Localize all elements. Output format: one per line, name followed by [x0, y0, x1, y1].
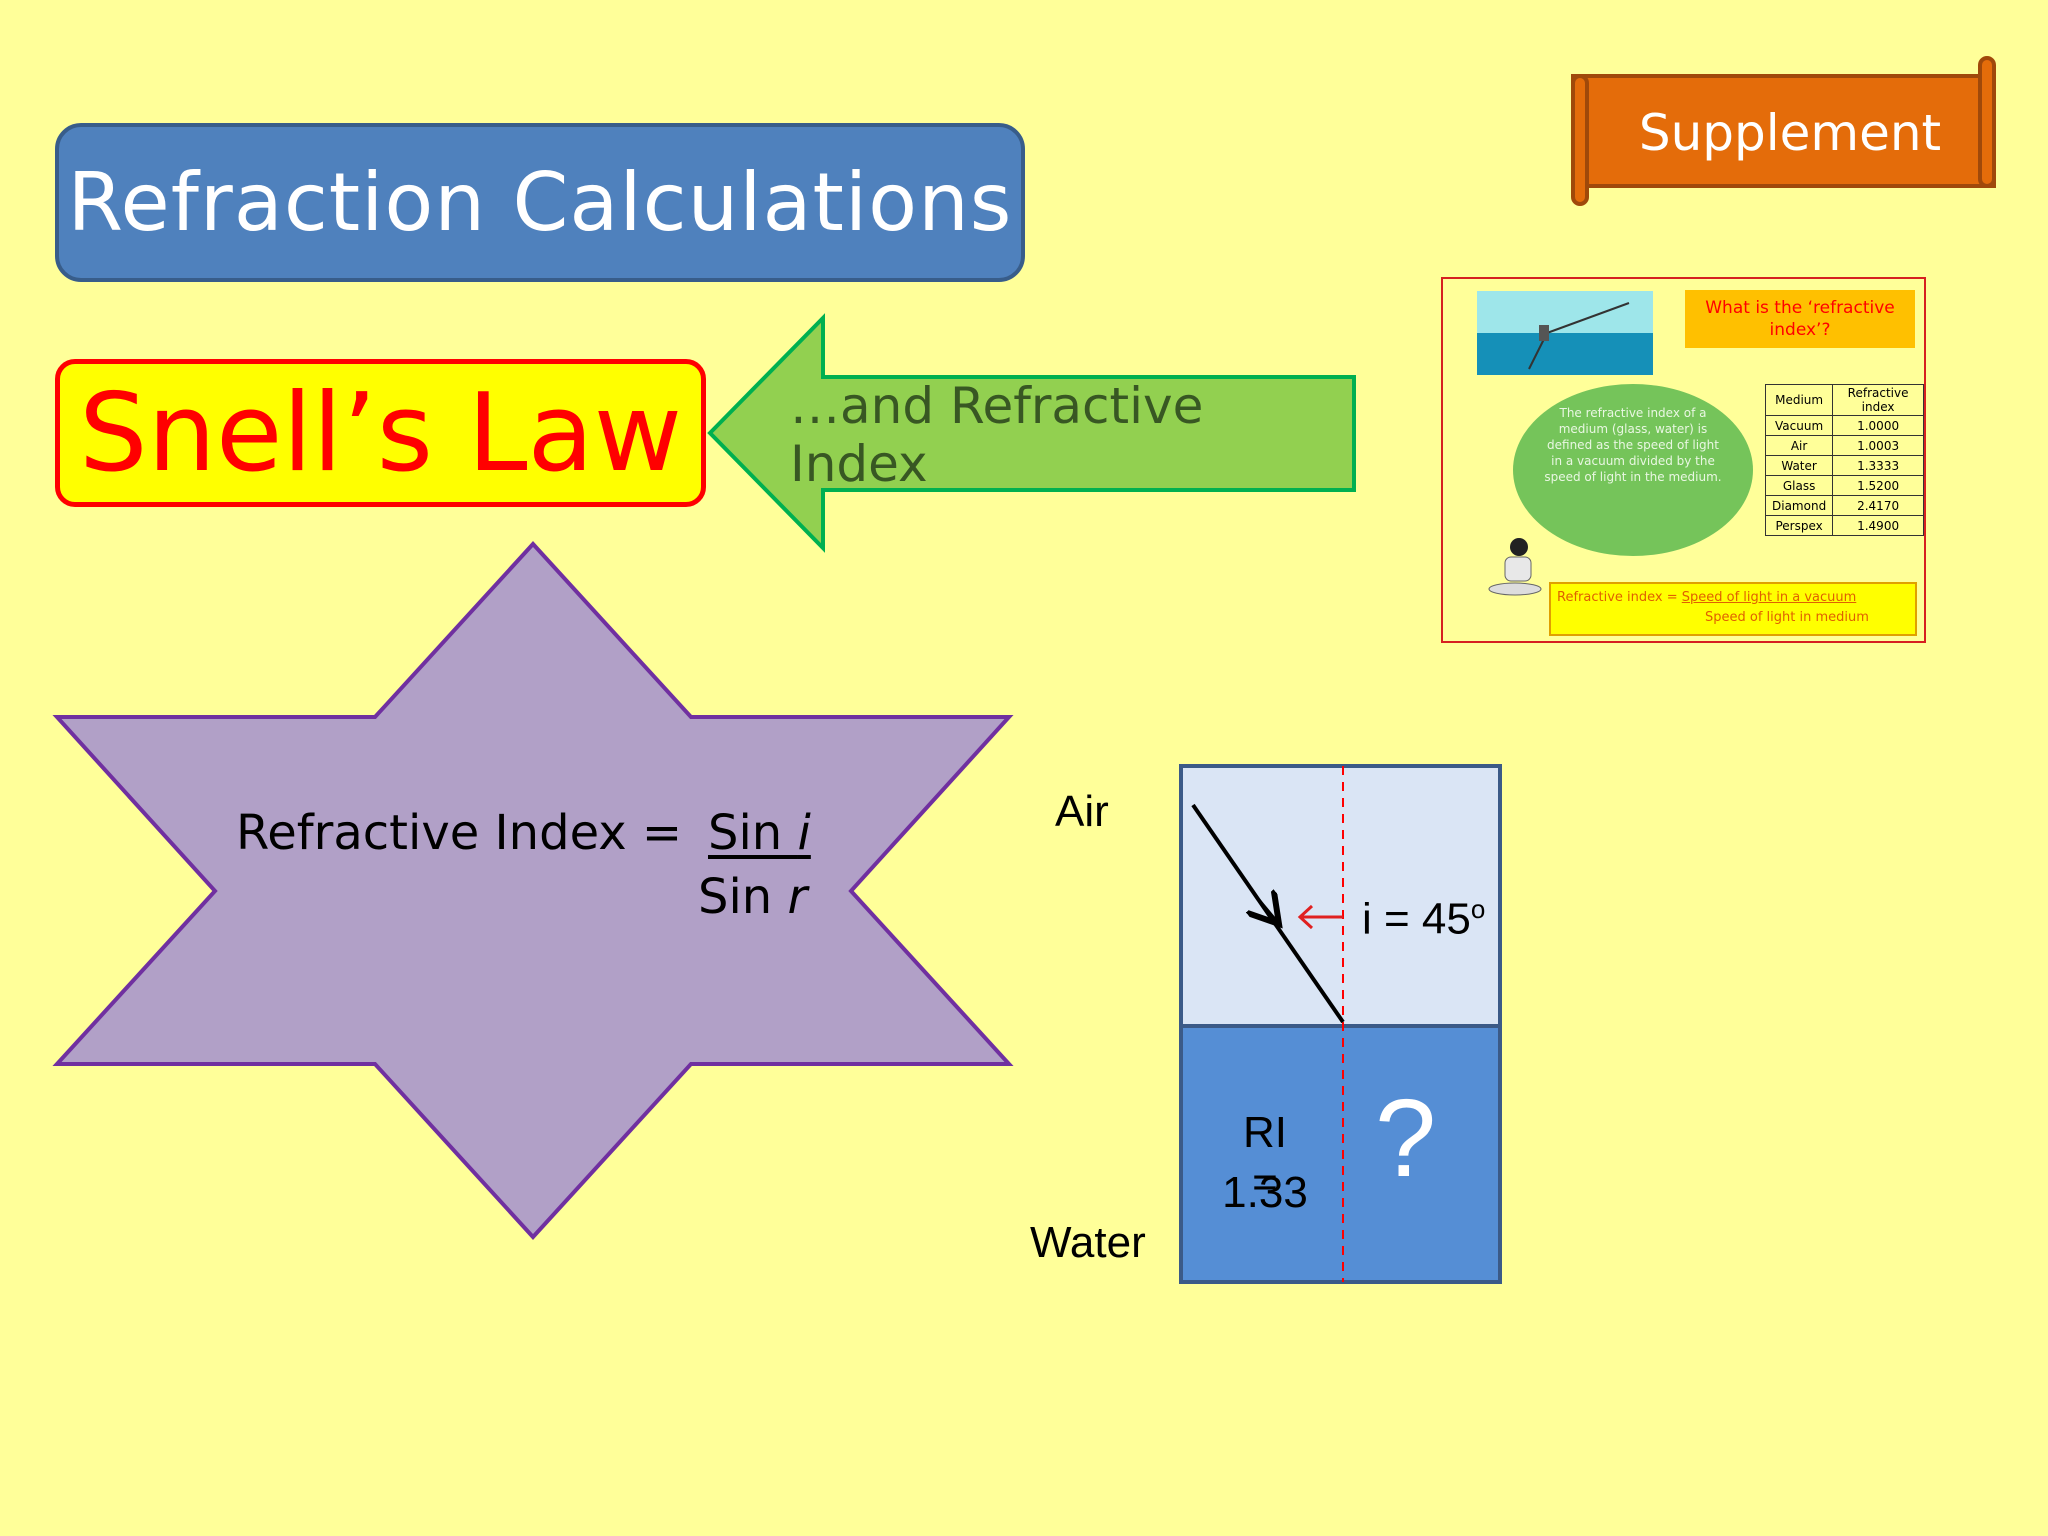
star-shape	[52, 541, 1014, 1240]
ray-arrowhead	[1259, 900, 1279, 924]
title-banner: Refraction Calculations	[55, 123, 1025, 282]
snells-law-box: Snell’s Law	[55, 359, 706, 507]
formula-lhs: Refractive Index =	[236, 805, 683, 861]
formula-numerator: Sin i	[708, 805, 811, 861]
air-label: Air	[1055, 787, 1109, 836]
question-mark: ?	[1375, 1077, 1437, 1200]
water-region	[1181, 1026, 1500, 1282]
ri-label-line1: RI =	[1243, 1108, 1287, 1207]
left-arrow-shape	[707, 313, 1356, 553]
thumbnail-slide[interactable]: What is the ‘refractive index’? The refr…	[1441, 277, 1926, 643]
formula-denominator: Sin r	[698, 869, 808, 925]
thumbnail-ray-image	[1477, 291, 1653, 375]
thumbnail-bubble	[1513, 384, 1753, 556]
supplement-scroll-shape	[1571, 56, 1996, 206]
snells-law-heading: Snell’s Law	[78, 370, 683, 496]
water-label: Water	[1030, 1218, 1146, 1267]
arrow-label: …and Refractive Index	[790, 377, 1204, 493]
refraction-diagram	[1179, 764, 1502, 1284]
angle-label: i = 45o	[1362, 894, 1486, 944]
thumbnail-figure	[1488, 538, 1542, 596]
thumbnail-bubble-text: The refractive index of a medium (glass,…	[1544, 406, 1722, 484]
ri-label-line2: 1.33	[1222, 1168, 1308, 1217]
page-title: Refraction Calculations	[67, 156, 1013, 249]
angle-pointer-arrow	[1297, 904, 1343, 930]
air-region	[1181, 766, 1500, 1026]
thumbnail-formula: Refractive index = Speed of light in a v…	[1549, 582, 1917, 636]
thumbnail-heading: What is the ‘refractive index’?	[1685, 290, 1915, 348]
supplement-button[interactable]: Supplement	[1638, 104, 1942, 162]
